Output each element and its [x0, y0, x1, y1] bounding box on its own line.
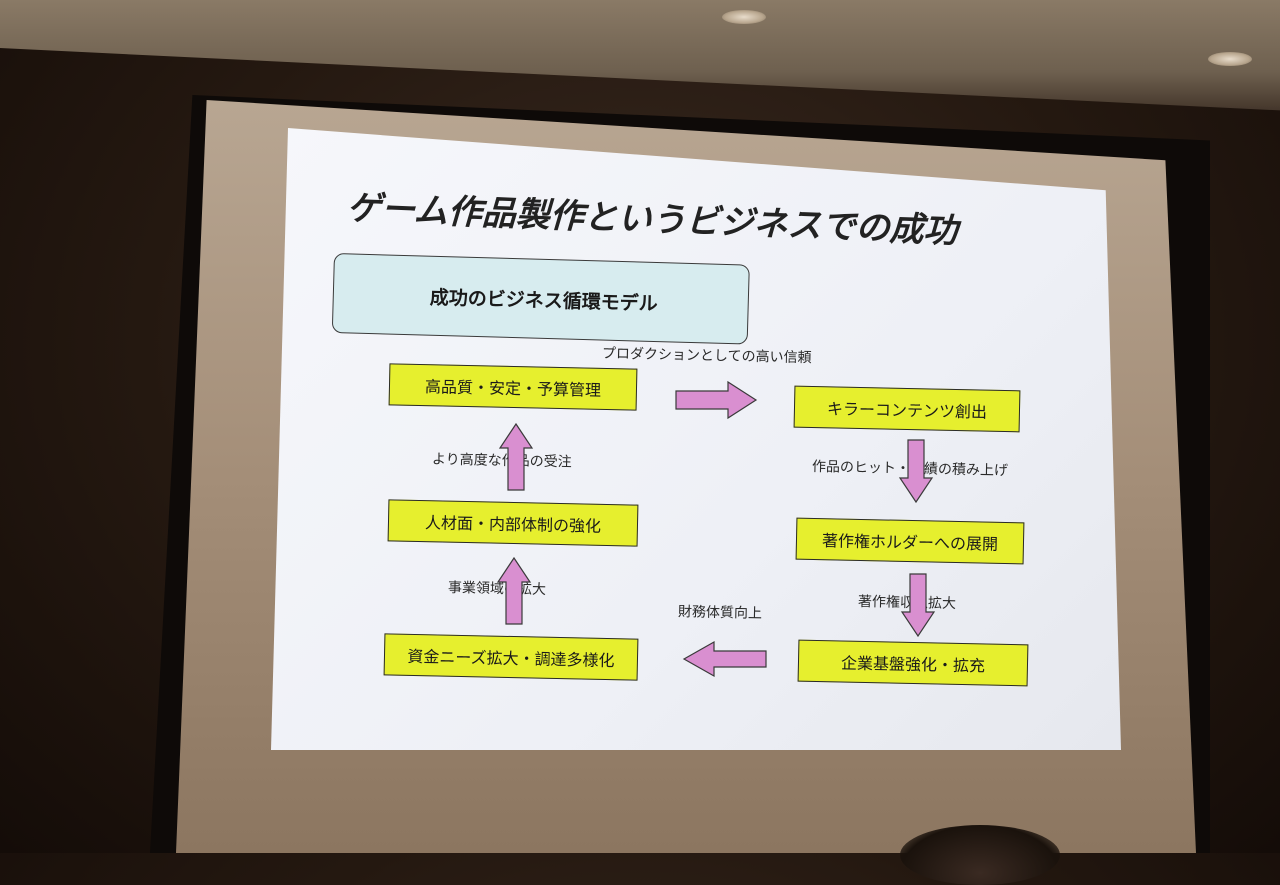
- box-killer-content: キラーコンテンツ創出: [793, 385, 1021, 433]
- caption-financial: 財務体質向上: [677, 604, 763, 622]
- arrow-up-icon: [496, 556, 532, 625]
- arrow-up-icon: [498, 422, 534, 491]
- box-copyright-holder: 著作権ホルダーへの展開: [795, 517, 1025, 565]
- arrow-down-icon: [900, 573, 936, 638]
- box-personnel: 人材面・内部体制の強化: [387, 499, 639, 547]
- ceiling-light: [722, 10, 766, 24]
- arrow-left-icon: [682, 640, 767, 678]
- ceiling-light: [1208, 52, 1252, 66]
- arrow-down-icon: [898, 439, 934, 504]
- ceiling: [0, 0, 1280, 111]
- box-quality: 高品質・安定・予算管理: [388, 363, 638, 411]
- box-funding: 資金ニーズ拡大・調達多様化: [383, 633, 639, 681]
- arrow-right-icon: [675, 380, 758, 420]
- box-corporate-base: 企業基盤強化・拡充: [797, 639, 1029, 687]
- model-label-box: 成功のビジネス循環モデル: [331, 253, 750, 345]
- model-label: 成功のビジネス循環モデル: [429, 286, 659, 316]
- audience-head: [900, 825, 1060, 885]
